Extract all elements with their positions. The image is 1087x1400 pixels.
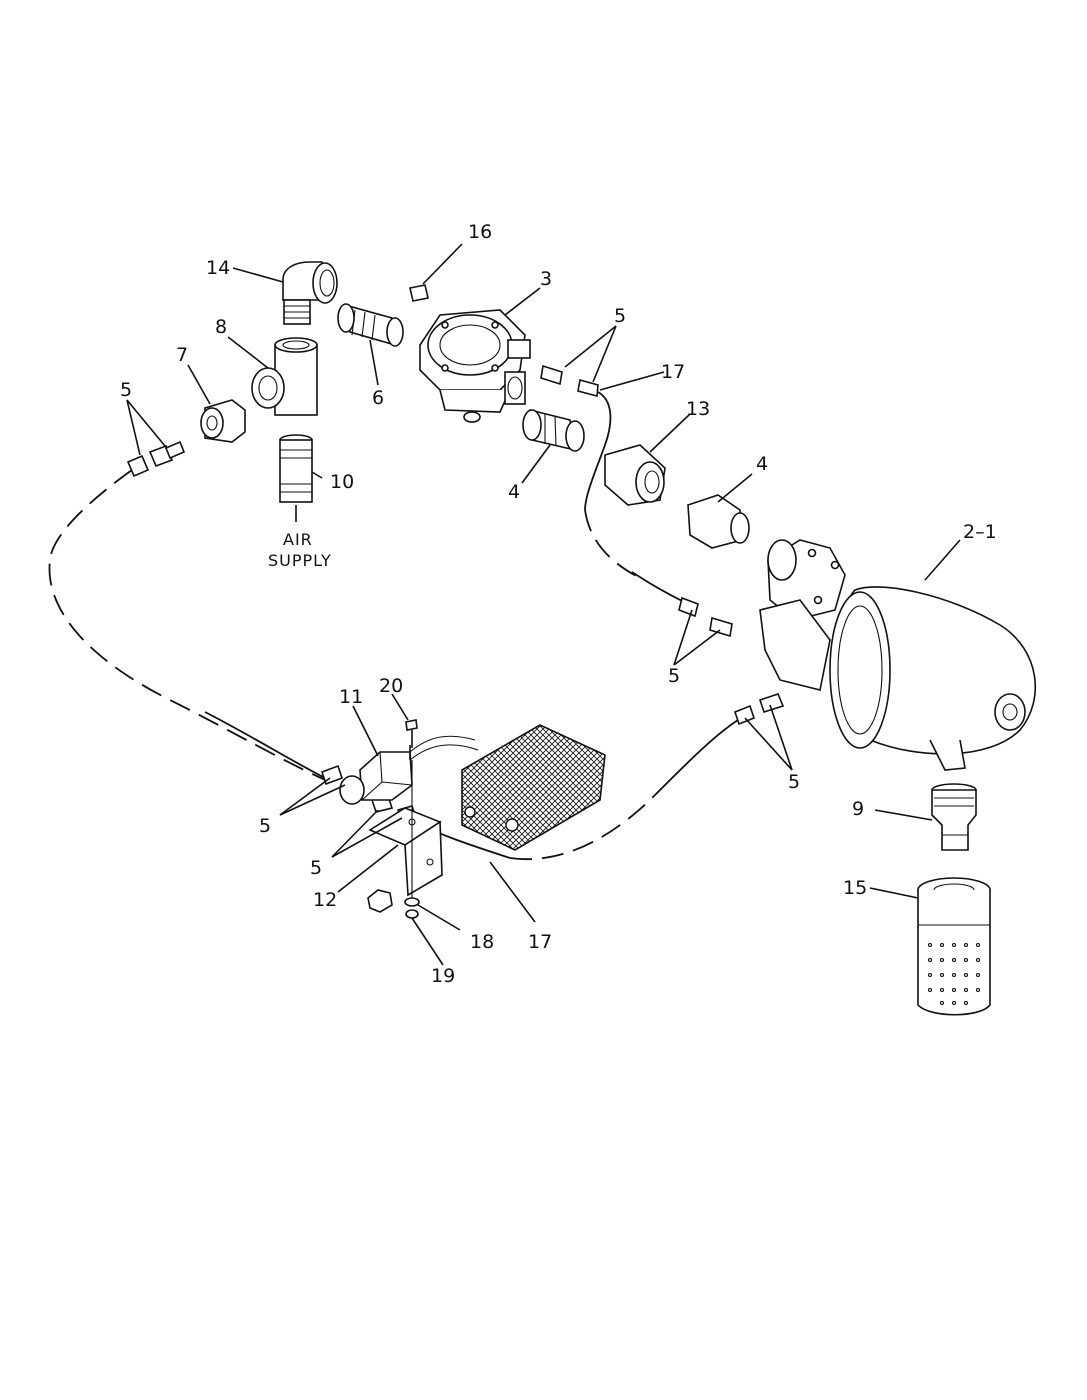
callout-17-lower: 17 [528,931,552,953]
callout-5-solenoid-left: 5 [259,815,271,837]
callout-4-upper: 4 [508,481,520,503]
tube-to-pump-lower [654,719,739,796]
dashed-air-line-left [48,469,331,783]
callout-5-solenoid-front: 5 [310,857,322,879]
plug-16 [409,284,429,302]
caption-air: AIR [283,530,313,549]
tube-to-pump-fitting [631,571,685,603]
callout-20: 20 [379,675,403,697]
callout-3: 3 [540,268,552,290]
callout-10: 10 [330,471,354,493]
nipple-10 [279,434,313,522]
callout-11: 11 [339,686,363,708]
adapter-4-lower [687,494,750,549]
strainer-15 [917,877,991,1016]
washer-18-nut-19 [367,889,420,919]
callout-2-1: 2–1 [963,521,997,543]
callout-15: 15 [843,877,867,899]
dashed-air-line-bottom [509,794,656,860]
dashed-air-line-right [584,509,641,579]
caption-supply: SUPPLY [268,551,332,570]
callout-8: 8 [215,316,227,338]
solenoid-wire-1 [409,735,476,753]
leader-lines [126,243,961,966]
callout-5-right-mid: 5 [668,665,680,687]
tube-segment-lower-left [204,711,326,779]
callout-9: 9 [852,798,864,820]
tube-17-upper [584,391,612,511]
callout-labels: 16 14 3 8 5 7 17 5 6 13 4 10 4 2–1 AIR S… [120,221,997,987]
tee-fitting-8 [251,337,318,416]
mounting-plate [461,724,606,851]
callout-5-left: 5 [120,379,132,401]
strainer-holes [927,942,981,1006]
nipple-9 [931,783,977,851]
callout-13: 13 [686,398,710,420]
solenoid-valve-11 [339,745,413,805]
union-13 [604,444,666,506]
callout-4-lower: 4 [756,453,768,475]
air-lines [48,391,739,860]
bushing-7 [200,399,246,443]
callout-19: 19 [431,965,455,987]
nipple-4-upper [522,408,585,452]
callout-7: 7 [176,344,188,366]
callout-5-upper: 5 [614,305,626,327]
elbow-fitting-14 [282,261,338,325]
regulator-3 [419,309,531,423]
nipple-6 [337,303,404,347]
callout-18: 18 [470,931,494,953]
callout-5-right-lower: 5 [788,771,800,793]
callout-6: 6 [372,387,384,409]
screw-20 [405,719,418,748]
callout-16: 16 [468,221,492,243]
callout-14: 14 [206,257,230,279]
callout-12: 12 [313,889,337,911]
pump-2-1 [759,539,1037,771]
bracket-12 [368,760,443,900]
callout-17-upper: 17 [661,361,685,383]
solenoid-wire-2 [409,744,479,761]
